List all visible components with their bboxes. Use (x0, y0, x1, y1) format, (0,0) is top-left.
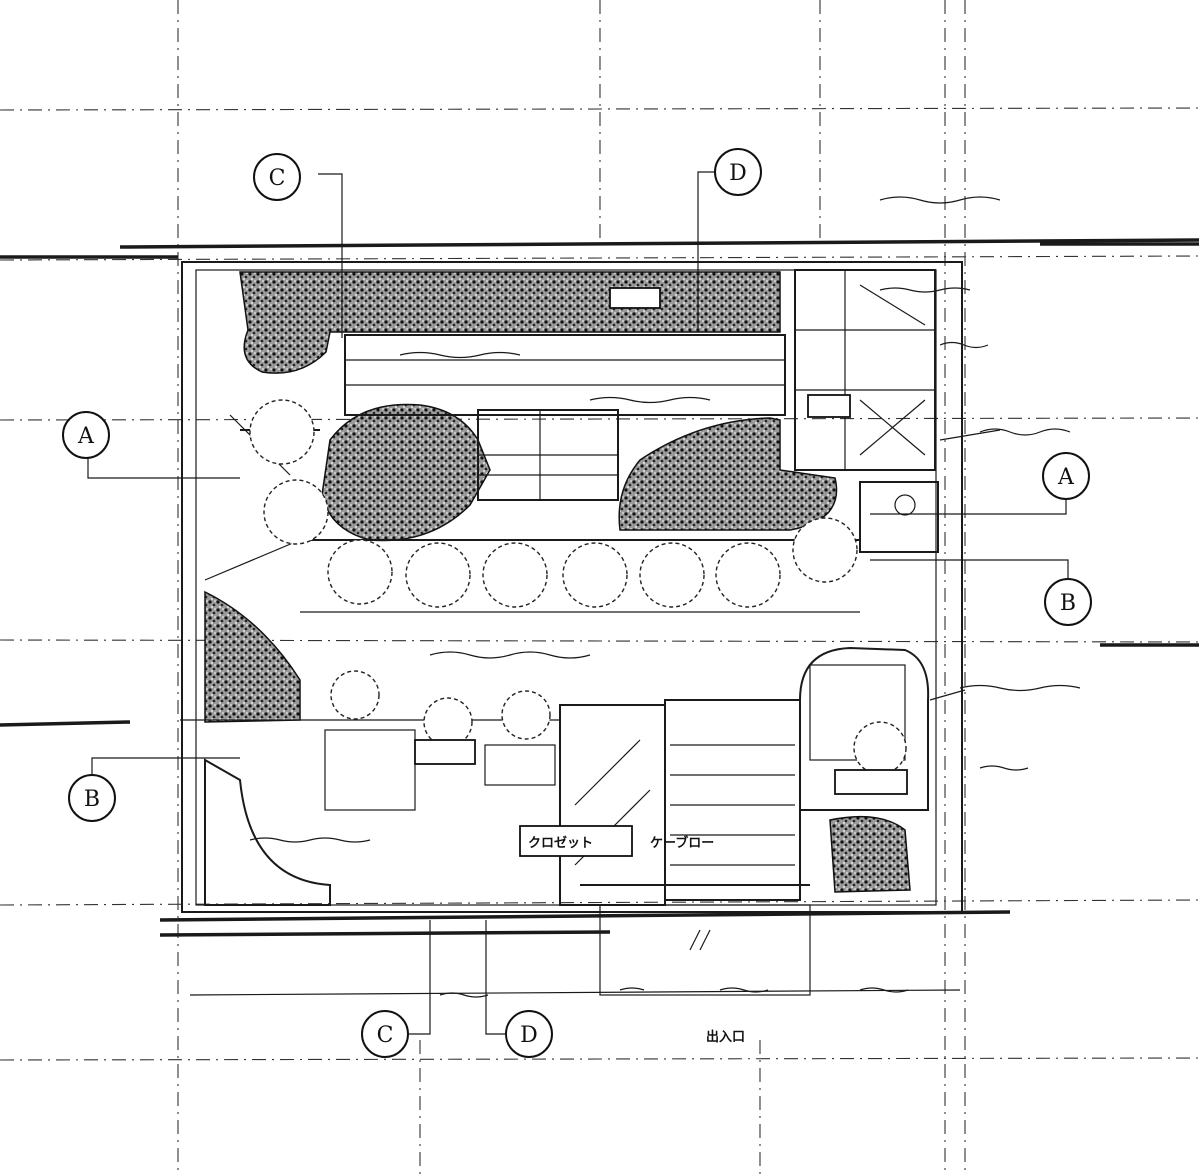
section-marker-c-top: C (253, 153, 301, 201)
planters (204, 271, 911, 893)
section-marker-a-left: A (62, 411, 110, 459)
marker-label: A (1057, 465, 1075, 490)
counter-text: ケーブロー (650, 835, 714, 851)
section-marker-b-left: B (68, 774, 116, 822)
section-marker-d-top: D (714, 148, 762, 196)
marker-label: D (520, 1023, 538, 1048)
outer-walls (0, 238, 1199, 937)
annotation-scribbles (249, 196, 1081, 998)
marker-label: D (729, 161, 747, 186)
counter-label: ケーブロー (650, 835, 714, 851)
marker-label: C (269, 166, 286, 191)
closet-text: クロゼット (528, 835, 593, 851)
closet-label: クロゼット (519, 825, 633, 857)
entrance-text: 出入口 (706, 1029, 745, 1045)
section-marker-d-bottom: D (505, 1010, 553, 1058)
partitions (180, 269, 961, 996)
marker-label: C (377, 1023, 394, 1048)
section-marker-b-right: B (1044, 578, 1092, 626)
marker-label: B (1060, 591, 1076, 616)
tables (249, 399, 907, 775)
entrance-label: 出入口 (706, 1029, 745, 1045)
marker-label: A (77, 424, 95, 449)
section-marker-c-bottom: C (361, 1010, 409, 1058)
plan-tags (414, 287, 908, 795)
marker-label: B (84, 787, 100, 812)
section-marker-a-right: A (1042, 452, 1090, 500)
